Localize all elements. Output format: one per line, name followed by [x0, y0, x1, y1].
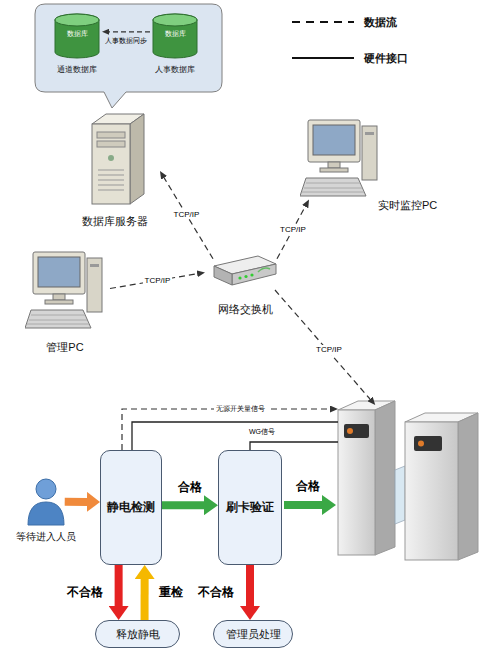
node-label: 人事数据库 — [155, 64, 195, 75]
database-server: 数据库服务器 — [70, 108, 160, 234]
pc-icon — [300, 118, 380, 200]
icon-holder — [150, 12, 200, 64]
legend-sample — [290, 50, 356, 66]
database-cylinder: 数据库通道数据库 — [52, 12, 102, 78]
database-cylinder — [52, 12, 102, 60]
legend-text: 硬件接口 — [364, 51, 408, 66]
edge-label: TCP/IP — [143, 276, 173, 285]
legend-item: 硬件接口 — [290, 50, 408, 66]
data-flow-arrow — [110, 274, 197, 289]
process-arrow — [65, 498, 87, 506]
process-box: 静电检测 — [100, 450, 162, 565]
edge-label: 不合格 — [196, 586, 236, 600]
process-box: 刷卡验证 — [218, 450, 282, 565]
legend-item: 数据流 — [290, 14, 397, 30]
switch-icon — [210, 252, 280, 292]
database-text: 数据库 — [67, 29, 88, 39]
icon-holder — [300, 118, 380, 204]
signal-label: WG信号 — [247, 428, 277, 436]
box-text: 释放静电 — [116, 627, 160, 642]
data-flow-arrow — [164, 178, 213, 259]
data-flow-line — [122, 409, 330, 450]
box-text: 静电检测 — [107, 499, 155, 516]
edge-label: TCP/IP — [172, 210, 202, 219]
legend-text: 数据流 — [364, 15, 397, 30]
process-arrow — [115, 565, 123, 606]
pass-label: 合格 — [294, 480, 322, 494]
node-label: 网络交换机 — [218, 302, 273, 317]
edge-label: 不合格 — [65, 586, 105, 600]
process-arrow — [141, 579, 149, 620]
edge-label: 重检 — [157, 586, 185, 600]
result-box: 管理员处理 — [213, 620, 293, 648]
monitor-pc: 实时监控PC — [300, 118, 480, 214]
database-cylinder — [150, 12, 200, 60]
waiting-person: 等待进入人员 — [10, 478, 82, 548]
signal-label: 无源开关量信号 — [214, 405, 267, 413]
icon-holder — [25, 250, 105, 336]
database-cylinder: 数据库人事数据库 — [150, 12, 200, 78]
node-label: 数据库服务器 — [82, 214, 148, 229]
callout-bubble — [35, 4, 222, 108]
icon-holder — [26, 478, 66, 530]
icon-holder — [70, 108, 160, 212]
legend-sample — [290, 14, 356, 30]
node-label: 实时监控PC — [378, 198, 437, 213]
data-flow-arrow — [109, 31, 150, 32]
turnstile-gates — [338, 401, 478, 560]
node-label: 通道数据库 — [57, 64, 97, 75]
network-switch: 网络交换机 — [205, 252, 285, 320]
hardware-wire — [132, 422, 338, 450]
box-text: 刷卡验证 — [226, 499, 274, 516]
result-box: 释放静电 — [95, 620, 180, 648]
node-label: 管理PC — [46, 340, 83, 355]
edge-label: 合格 — [176, 481, 204, 495]
database-text: 数据库 — [165, 29, 186, 39]
edge-label: TCP/IP — [278, 225, 308, 234]
data-flow-line — [275, 290, 370, 399]
icon-holder — [52, 12, 102, 64]
person-icon — [26, 478, 66, 526]
pass-arrow — [284, 501, 322, 509]
process-arrow — [246, 565, 254, 606]
data-flow-arrow — [277, 207, 305, 259]
edge-label: 人事数据同步 — [103, 37, 149, 45]
admin-pc: 管理PC — [20, 250, 110, 360]
server-icon — [70, 108, 160, 208]
pc-icon — [25, 250, 105, 332]
icon-holder — [210, 252, 280, 296]
process-arrow — [162, 501, 204, 509]
signal-label: TCP/IP — [314, 345, 344, 354]
box-text: 管理员处理 — [226, 627, 281, 642]
node-label: 等待进入人员 — [16, 530, 76, 544]
hardware-wire — [250, 442, 338, 450]
